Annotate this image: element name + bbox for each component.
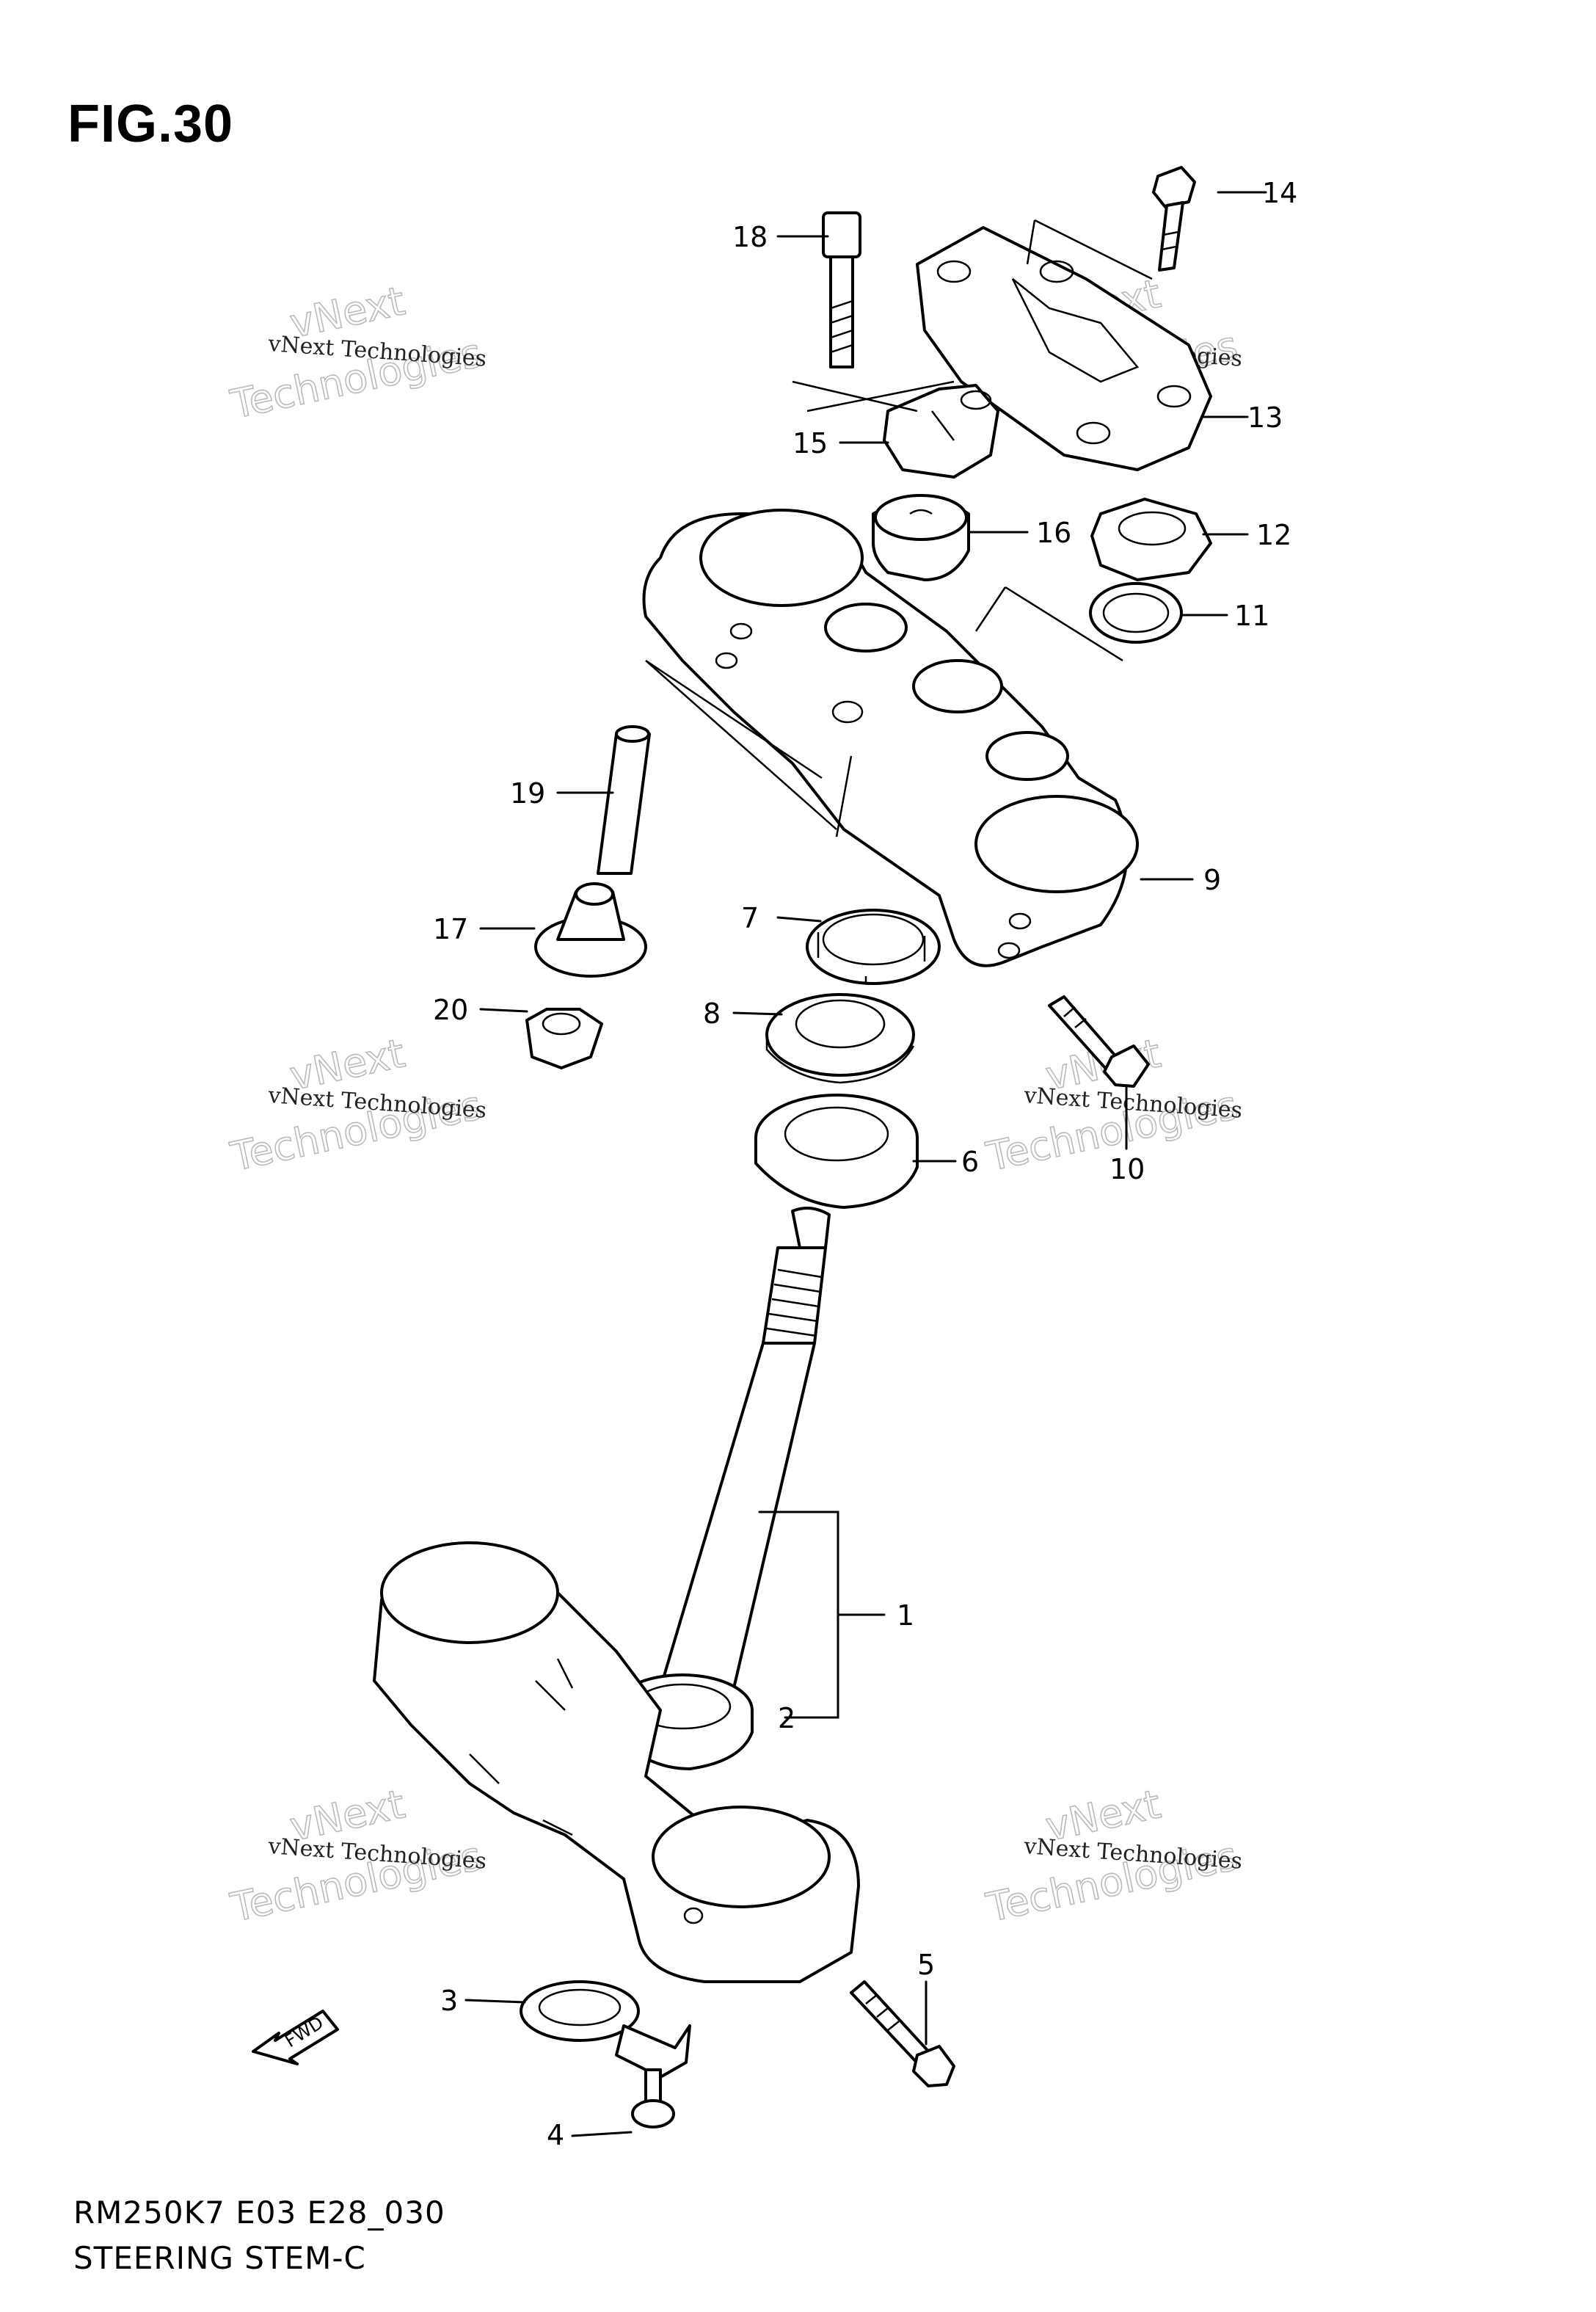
callout-17: 17 (433, 913, 468, 945)
part-11-washer (1089, 582, 1183, 644)
callout-5: 5 (917, 1949, 935, 1981)
callout-2: 2 (778, 1702, 795, 1734)
figure-caption: STEERING STEM-C (73, 2240, 366, 2276)
part-19-pin (597, 725, 651, 875)
part-16-cushion (872, 494, 970, 581)
callout-7: 7 (741, 902, 759, 934)
callout-12: 12 (1256, 519, 1291, 551)
fwd-arrow-icon: FWD (252, 2010, 339, 2065)
callout-3: 3 (440, 1985, 458, 2017)
callout-14: 14 (1262, 177, 1297, 209)
part-9-upper-bracket (642, 509, 1139, 967)
watermark-mid-left: Technologies vNext vNext Technologies (226, 1029, 487, 1180)
part-1-steering-stem (659, 1207, 831, 1690)
part-12-nut (1090, 498, 1212, 581)
part-14-bolt (1152, 166, 1196, 272)
model-code: RM250K7 E03 E28_030 (73, 2195, 445, 2231)
part-13-handlebar-holder-upper (916, 226, 1212, 471)
part-18-bolt (822, 211, 861, 368)
part-7-lock-nut (806, 909, 941, 985)
callout-1: 1 (897, 1599, 914, 1632)
callout-10: 10 (1109, 1153, 1145, 1185)
part-4-bolt (631, 2068, 675, 2129)
callout-8: 8 (703, 997, 721, 1030)
callout-labels: 14 18 13 15 16 12 11 19 9 17 7 20 8 10 6… (433, 177, 1297, 2151)
callout-13: 13 (1247, 401, 1283, 434)
part-3-wire-guide (520, 1980, 691, 2079)
watermark-bottom-left: Technologies vNext vNext Technologies (226, 1780, 487, 1931)
callout-4: 4 (547, 2119, 564, 2151)
part-15-handlebar-holder-lower (883, 384, 999, 479)
leader-lines (464, 191, 1267, 2137)
callout-15: 15 (792, 427, 828, 459)
callout-20: 20 (433, 994, 468, 1026)
callout-11: 11 (1234, 600, 1269, 632)
callout-18: 18 (732, 221, 768, 253)
callout-6: 6 (961, 1146, 979, 1178)
part-17-damper (534, 882, 647, 978)
part-8-dust-seal (765, 993, 915, 1084)
part-20-collar (525, 1008, 603, 1069)
watermark-top-left: Technologies vNext vNext Technologies (226, 277, 487, 428)
part-5-bolt (850, 1980, 955, 2087)
callout-16: 16 (1036, 517, 1071, 549)
watermark-bottom-right: Technologies vNext vNext Technologies (982, 1780, 1243, 1931)
callout-9: 9 (1203, 864, 1221, 896)
part-6-bearing (754, 1094, 919, 1209)
part-1-lower-bracket (373, 1541, 860, 1983)
part-10-bolt (1048, 995, 1150, 1088)
callout-19: 19 (510, 777, 545, 810)
figure-title: FIG.30 (68, 95, 234, 153)
